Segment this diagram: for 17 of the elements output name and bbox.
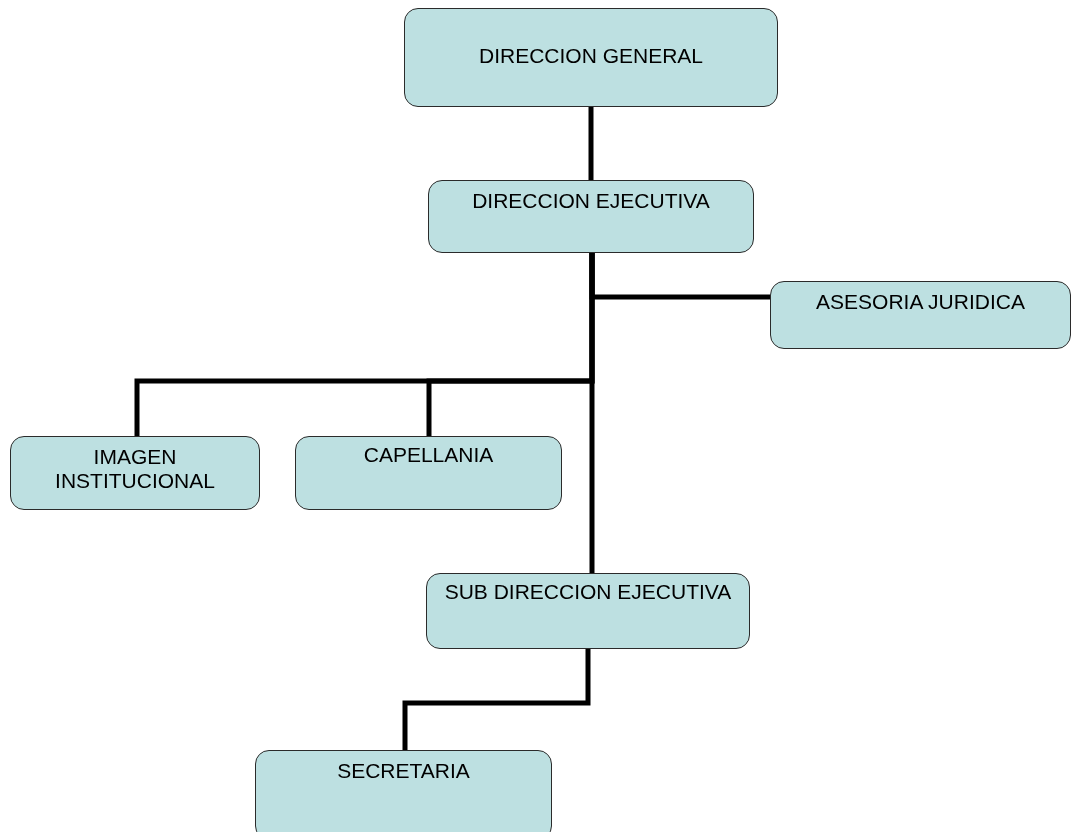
connector-line [589, 253, 595, 573]
org-unit-box [255, 750, 552, 832]
org-unit-box [426, 573, 750, 649]
connector-line [402, 649, 591, 750]
unit-name: DIRECCION GENERAL [478, 43, 703, 68]
org-unit-box [404, 8, 778, 107]
org-unit-box [295, 436, 562, 510]
unit-name: ASESORIA JURIDICA [816, 290, 1025, 314]
org-unit-box [428, 180, 754, 253]
org-unit-box [770, 281, 1071, 349]
unit-name: CAPELLANIA [363, 443, 494, 467]
unit-name: DIRECCION EJECUTIVA [472, 189, 710, 213]
connector-line [588, 107, 594, 180]
unit-name: IMAGEN INSTITUCIONAL [54, 445, 216, 493]
org-unit-box [10, 436, 260, 510]
unit-name: SUB DIRECCION EJECUTIVA [444, 580, 732, 604]
unit-name: SECRETARIA [337, 759, 470, 783]
